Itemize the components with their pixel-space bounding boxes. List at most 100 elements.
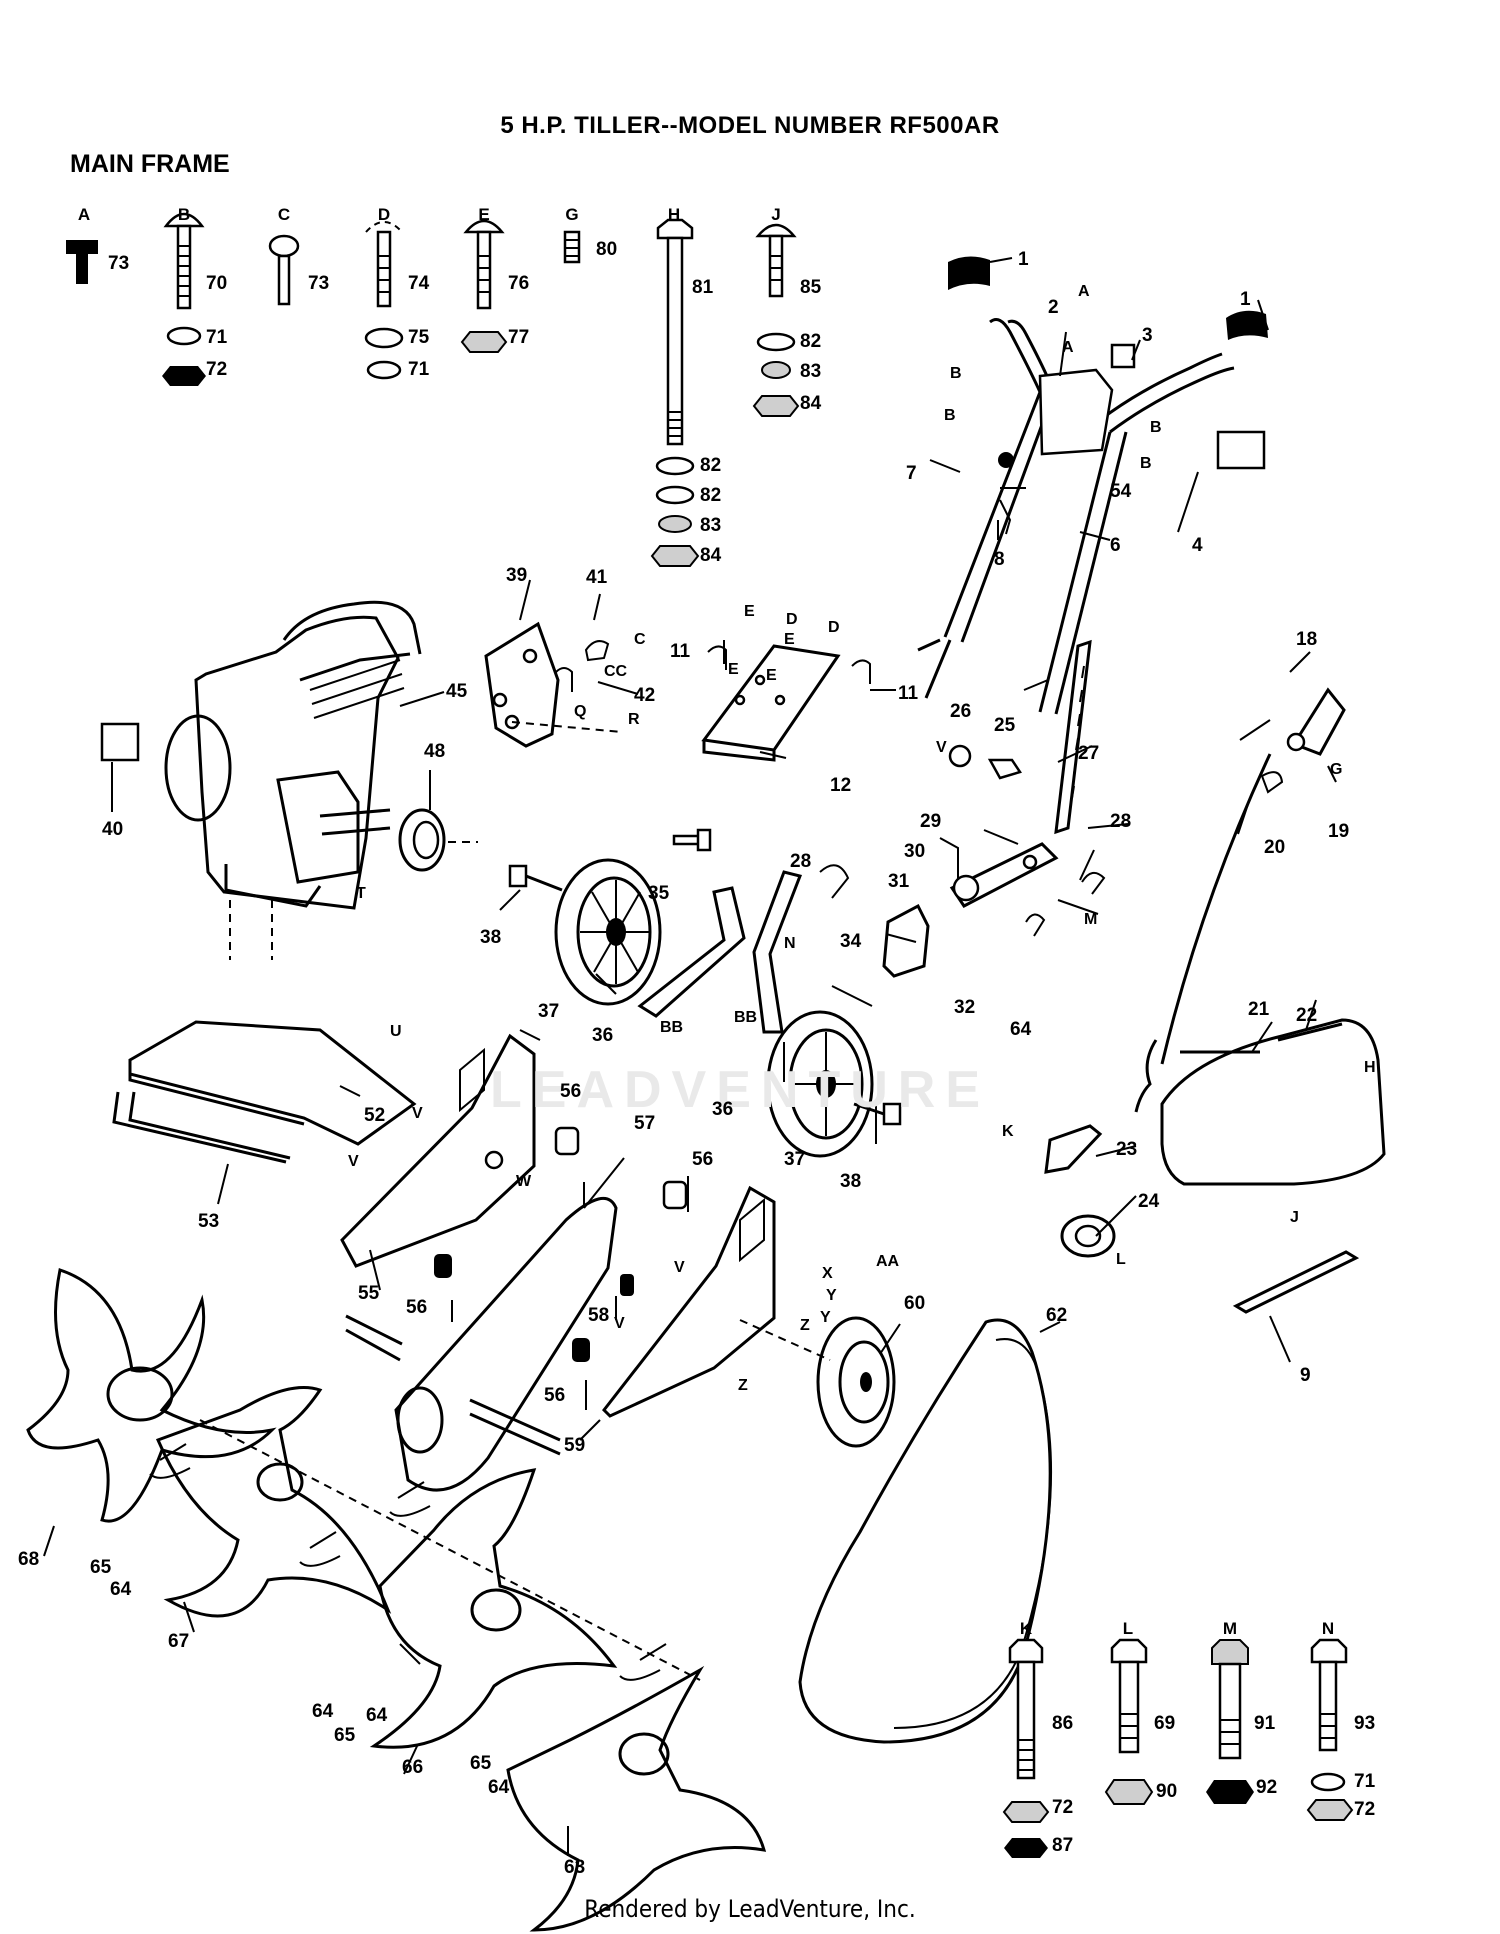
wheel-37-right-drawing xyxy=(766,1010,874,1158)
part-number-label: 83 xyxy=(800,361,822,382)
hardware-header-j: J xyxy=(771,205,781,224)
part-number-label: 87 xyxy=(1052,1835,1074,1856)
part-number-label: 66 xyxy=(402,1757,424,1778)
reference-letter: U xyxy=(390,1023,402,1040)
part-number-label: 6 xyxy=(1110,535,1121,556)
reference-letter: X xyxy=(822,1265,833,1282)
clip-19-icon xyxy=(1260,771,1284,794)
part-number-label: 64 xyxy=(366,1705,388,1726)
bracket-34-drawing xyxy=(882,903,930,978)
tine-67-drawing xyxy=(155,1386,392,1618)
part-number-label: 36 xyxy=(712,1099,734,1120)
washer-71-b-icon xyxy=(366,360,402,380)
bolt-k-icon xyxy=(1008,1638,1044,1780)
spring-21-drawing xyxy=(1134,1039,1158,1113)
part-number-label: 64 xyxy=(488,1777,510,1798)
wheel-bracket-36-drawing xyxy=(637,870,803,1034)
bushing-56-d-icon xyxy=(572,1338,590,1362)
idler-pulley-24-drawing xyxy=(1060,1214,1116,1258)
part-number-label: 92 xyxy=(1256,1777,1278,1798)
reference-letter: Q xyxy=(574,703,587,720)
part-number-label: 11 xyxy=(670,641,691,662)
part-number-label: 62 xyxy=(1046,1305,1068,1326)
lockwasher-83-b-icon xyxy=(761,361,791,379)
hardware-header-b: B xyxy=(177,205,191,224)
part-number-label: 2 xyxy=(1048,297,1059,318)
key-58-icon xyxy=(620,1274,634,1296)
nut-87-icon xyxy=(1004,1838,1048,1858)
part-number-label: 84 xyxy=(700,545,722,566)
hardware-header-l: L xyxy=(1122,1619,1134,1638)
part-number-label: 24 xyxy=(1138,1191,1160,1212)
part-number-label: 48 xyxy=(424,741,446,762)
reference-letter: A xyxy=(1062,339,1074,356)
part-number-label: 54 xyxy=(1110,481,1132,502)
reference-letter: V xyxy=(348,1153,359,1170)
part-number-label: 32 xyxy=(954,997,976,1018)
part-number-label: 18 xyxy=(1296,629,1318,650)
nut-72-b-icon xyxy=(1002,1801,1050,1823)
part-number-label: 12 xyxy=(830,775,852,796)
part-number-label: 27 xyxy=(1078,743,1100,764)
reference-letter: A xyxy=(1078,283,1090,300)
bracket-53-drawing xyxy=(112,1091,291,1164)
tine-pins-icon xyxy=(149,1443,667,1681)
handle-assembly-drawing xyxy=(917,256,1268,715)
part-number-label: 90 xyxy=(1156,1781,1178,1802)
part-number-label: 70 xyxy=(206,273,228,294)
reference-letter: Z xyxy=(738,1377,748,1394)
part-number-label: 65 xyxy=(334,1725,356,1746)
part-number-label: 1 xyxy=(1018,249,1029,270)
part-number-label: 76 xyxy=(508,273,530,294)
reference-letter: J xyxy=(1290,1209,1299,1226)
part-number-label: 37 xyxy=(784,1149,806,1170)
part-number-label: 86 xyxy=(1052,1713,1074,1734)
knob-26-icon xyxy=(948,744,972,768)
reference-letter: E xyxy=(744,603,755,620)
part-number-label: 93 xyxy=(1354,1713,1376,1734)
part-number-label: 56 xyxy=(560,1081,582,1102)
part-number-label: 82 xyxy=(700,455,722,476)
part-number-label: 81 xyxy=(692,277,714,298)
part-number-label: 41 xyxy=(586,567,608,588)
part-number-label: 63 xyxy=(564,1857,586,1878)
part-number-label: 45 xyxy=(446,681,468,702)
part-number-label: 65 xyxy=(90,1557,112,1578)
part-number-label: 8 xyxy=(994,549,1005,570)
reference-letter: V xyxy=(674,1259,685,1276)
part-number-label: 69 xyxy=(1154,1713,1176,1734)
part-number-label: 59 xyxy=(564,1435,586,1456)
idler-arm-23-drawing xyxy=(1044,1124,1103,1174)
part-number-label: 29 xyxy=(920,811,942,832)
washer-71-icon xyxy=(166,326,202,346)
part-number-label: 72 xyxy=(206,359,228,380)
part-number-label: 21 xyxy=(1248,999,1270,1020)
part-number-label: 20 xyxy=(1264,837,1286,858)
part-number-label: 30 xyxy=(904,841,926,862)
hardware-header-m: M xyxy=(1222,1619,1238,1638)
part-number-label: 72 xyxy=(1354,1799,1376,1820)
part-number-label: 85 xyxy=(800,277,822,298)
part-number-label: 73 xyxy=(108,253,130,274)
part-number-label: 38 xyxy=(840,1171,862,1192)
grip-1-right-icon xyxy=(1226,310,1268,340)
pulley-60-drawing xyxy=(739,1316,896,1448)
nut-72-icon xyxy=(162,366,206,386)
part-number-label: 40 xyxy=(102,819,124,840)
part-number-label: 1 xyxy=(1240,289,1251,310)
hardware-header-c: C xyxy=(277,205,291,224)
reference-letter: AA xyxy=(876,1253,900,1270)
reference-letter: R xyxy=(628,711,640,728)
tine-63-drawing xyxy=(506,1665,767,1932)
pin-28-left-icon xyxy=(819,864,850,899)
part-number-label: 80 xyxy=(596,239,618,260)
carriage-bolt-j-icon xyxy=(755,223,797,298)
bushing-56-c-icon xyxy=(434,1254,452,1278)
reference-letter: H xyxy=(1364,1059,1376,1076)
pulley-48-drawing xyxy=(398,808,478,872)
carriage-bolt-e-icon xyxy=(463,219,505,310)
part-number-label: 77 xyxy=(508,327,530,348)
bolt-a-icon xyxy=(66,240,98,284)
hardware-header-a: A xyxy=(77,205,91,224)
tine-shaft-centerline-icon xyxy=(199,1419,701,1681)
